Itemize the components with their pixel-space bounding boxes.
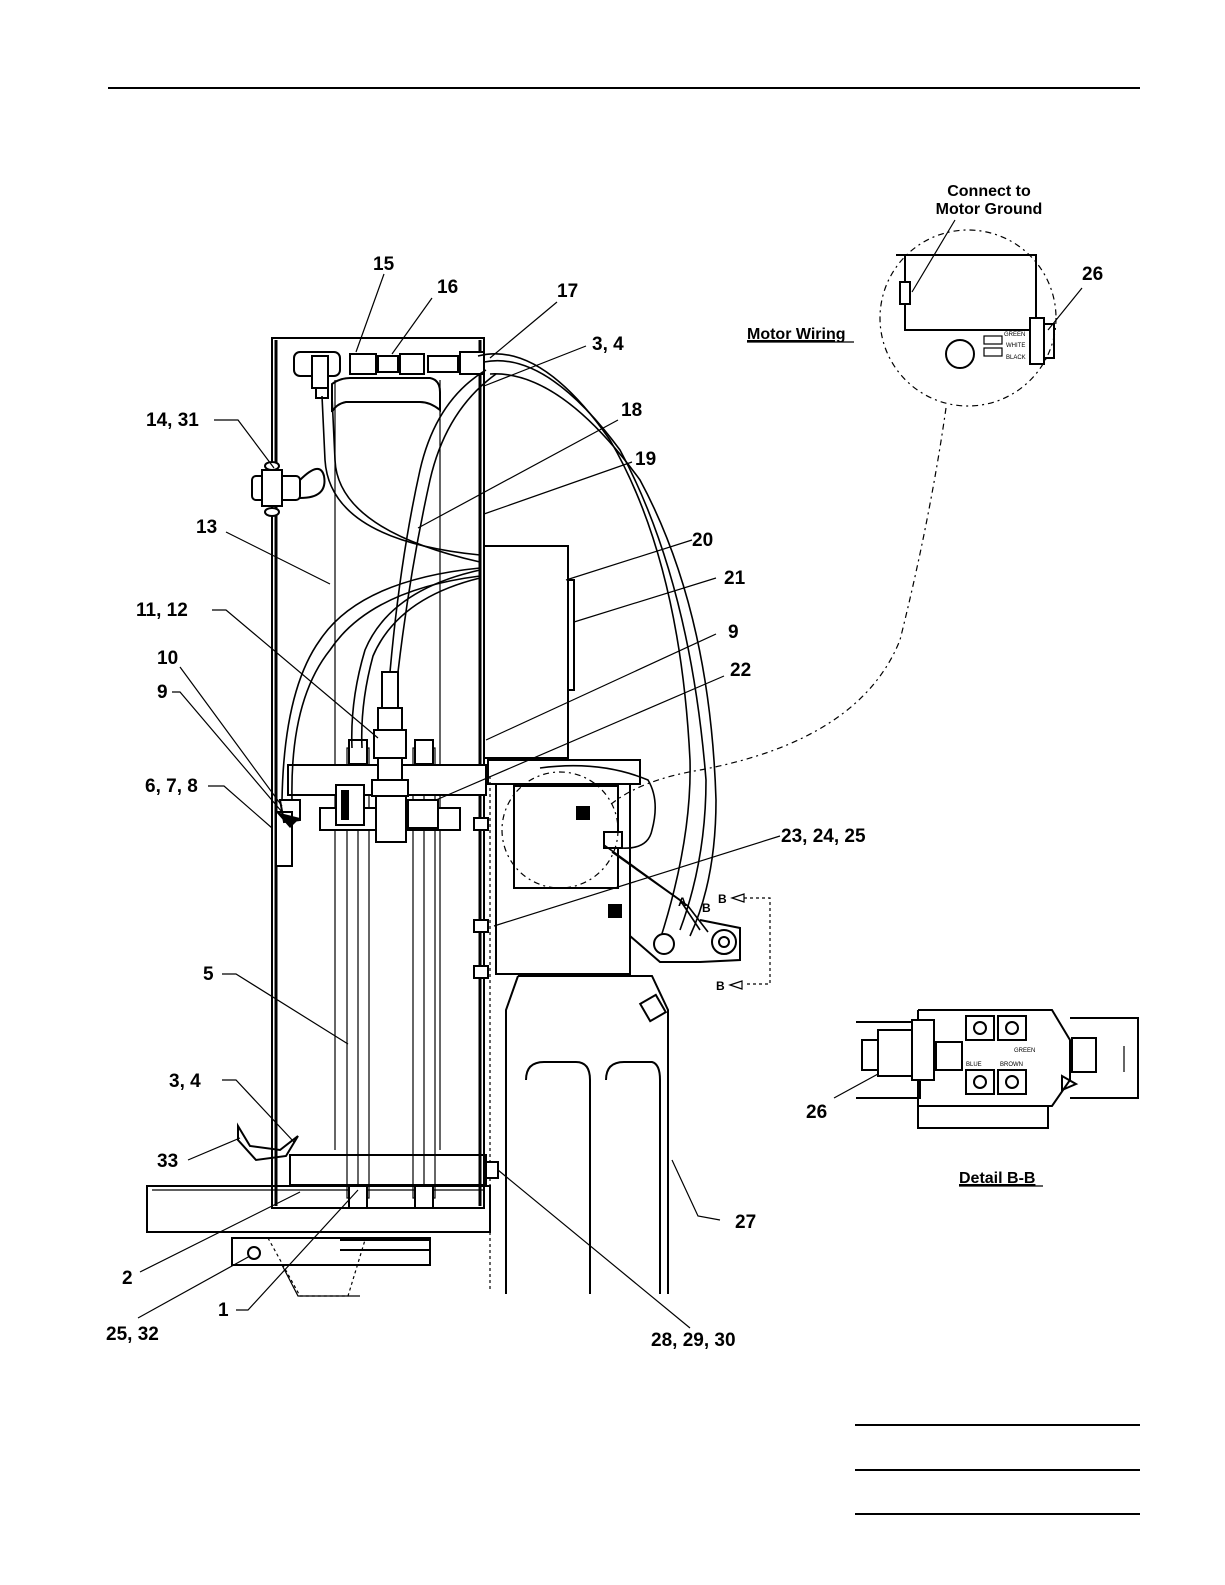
valve-stack — [372, 672, 408, 796]
callout-27: 27 — [735, 1212, 756, 1233]
callout-2: 2 — [122, 1268, 133, 1289]
callout-20: 20 — [692, 530, 713, 551]
callout-18: 18 — [621, 400, 642, 421]
note-connect-to: Connect to — [947, 183, 1031, 200]
callout-9-left: 9 — [157, 682, 168, 703]
callout-3-4-top: 3, 4 — [592, 334, 624, 355]
hose-mark-b: B — [702, 901, 711, 915]
leader-lines — [138, 220, 1082, 1328]
callout-11-12: 11, 12 — [136, 600, 188, 621]
callout-13: 13 — [196, 517, 217, 538]
callout-10: 10 — [157, 648, 178, 669]
callout-6-7-8: 6, 7, 8 — [145, 776, 198, 797]
detail-bb: GREEN BLUE BROWN — [856, 1010, 1138, 1128]
section-b-bottom: B — [716, 979, 725, 993]
callout-14-31: 14, 31 — [146, 410, 199, 431]
callout-9-right: 9 — [728, 622, 739, 643]
callout-5: 5 — [203, 964, 214, 985]
callout-28-29-30: 28, 29, 30 — [651, 1330, 736, 1351]
note-motor-ground: Motor Ground — [936, 201, 1043, 218]
title-detail-bb: Detail B-B — [959, 1170, 1035, 1187]
callout-15: 15 — [373, 254, 395, 275]
callout-22: 22 — [730, 660, 751, 681]
callout-1: 1 — [218, 1300, 229, 1321]
callout-26-detail: 26 — [806, 1102, 827, 1123]
side-fitting — [252, 462, 325, 516]
wire-label-brown-detail: BROWN — [1000, 1062, 1023, 1068]
wire-label-blue-detail: BLUE — [966, 1062, 982, 1068]
section-b-top: B — [718, 892, 727, 906]
title-motor-wiring: Motor Wiring — [747, 326, 846, 343]
callout-19: 19 — [635, 449, 656, 470]
callout-26-top: 26 — [1082, 264, 1103, 285]
reservoir — [506, 976, 668, 1294]
callout-33: 33 — [157, 1151, 178, 1172]
hose-mark-a: A — [678, 895, 687, 909]
callout-21: 21 — [724, 568, 746, 589]
motor-wiring-inset: GREEN WHITE BLACK — [610, 230, 1056, 805]
base-plate — [147, 1186, 490, 1296]
top-fittings — [294, 352, 484, 398]
callout-3-4-bottom: 3, 4 — [169, 1071, 201, 1092]
callout-25-32: 25, 32 — [106, 1324, 159, 1345]
wire-label-black: BLACK — [1006, 355, 1026, 361]
callout-17: 17 — [557, 281, 578, 302]
wire-label-green-detail: GREEN — [1014, 1048, 1035, 1054]
wire-label-green: GREEN — [1004, 332, 1025, 338]
callout-23-24-25: 23, 24, 25 — [781, 826, 866, 847]
callout-16: 16 — [437, 277, 458, 298]
wire-label-white: WHITE — [1006, 343, 1025, 349]
